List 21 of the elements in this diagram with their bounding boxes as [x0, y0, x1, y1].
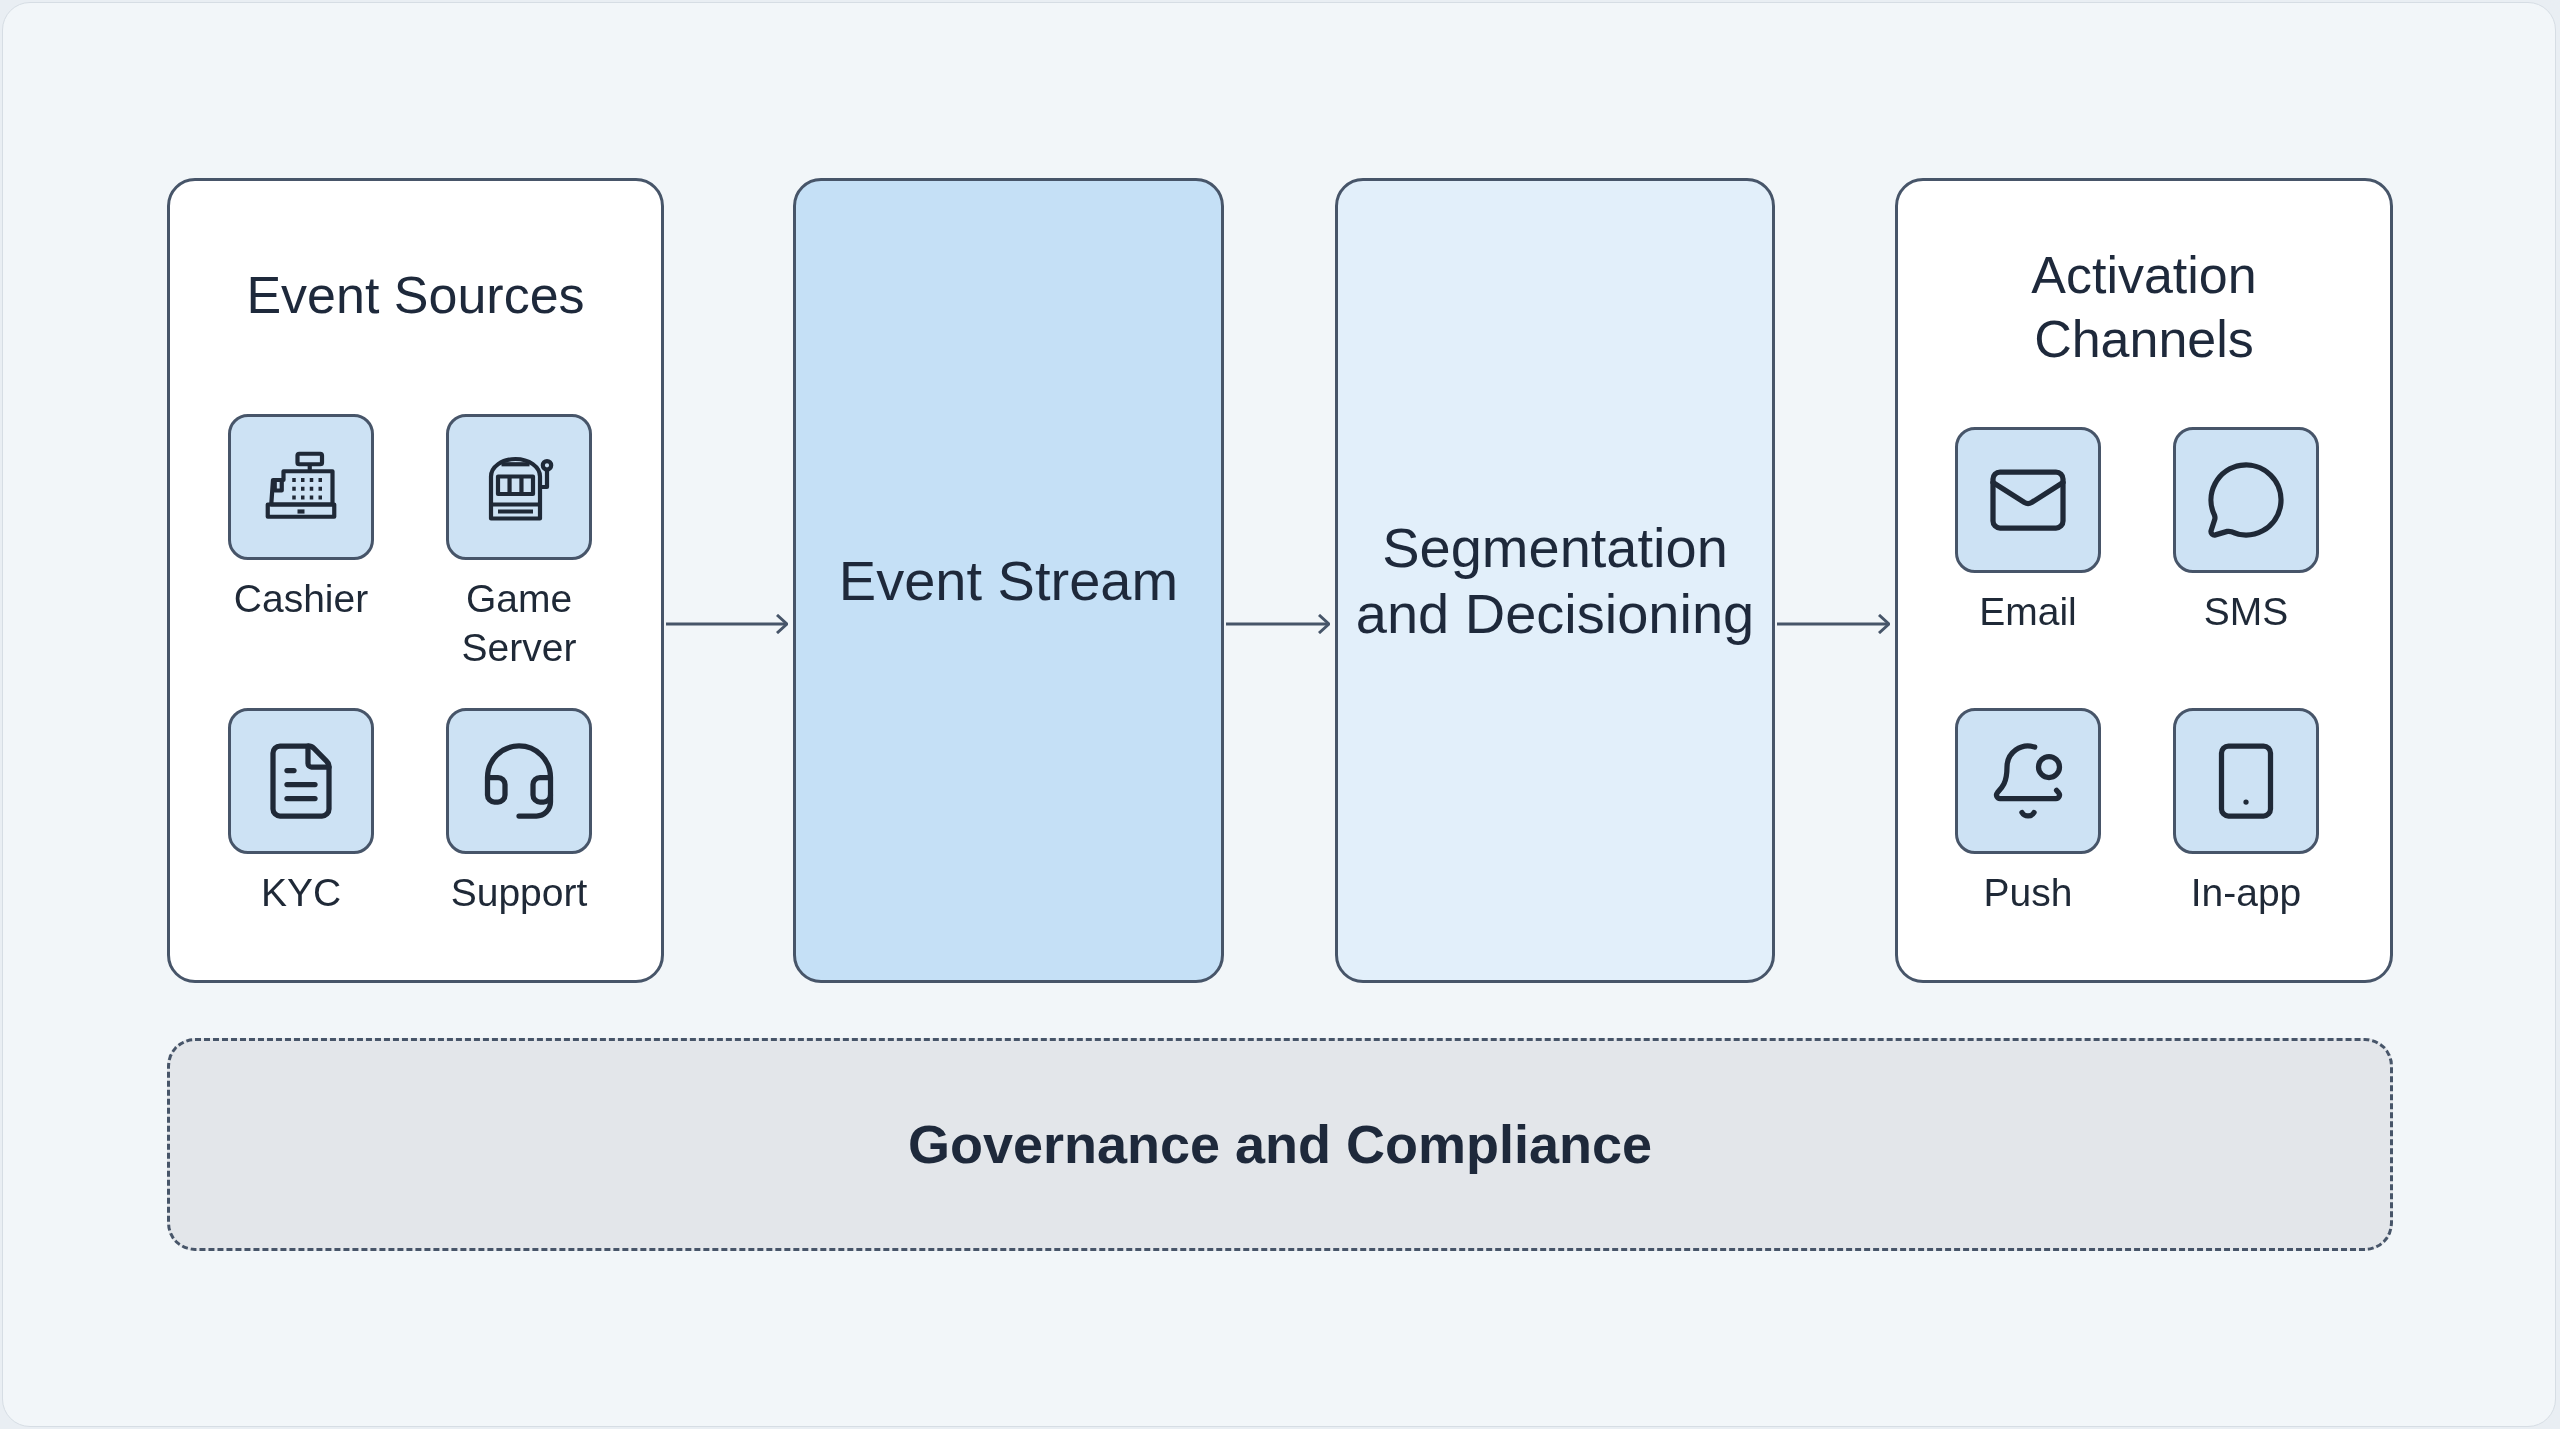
arrow [1226, 613, 1331, 635]
arrow [1777, 613, 1891, 635]
node-label: In-app [2189, 870, 2303, 916]
panel-heading: Activation Channels [2030, 245, 2258, 370]
node-label: SMS [2202, 589, 2290, 635]
node-label: Cashier [232, 576, 370, 622]
stage-box [1335, 178, 1775, 983]
arrow [666, 613, 789, 635]
group-panel [1895, 178, 2393, 983]
panel-heading: Event Sources [245, 265, 586, 326]
node-label: Support [449, 870, 589, 916]
node-label: Game Server [460, 576, 578, 671]
node-label: KYC [259, 870, 343, 916]
stage-label: Segmentation and Decisioning [1354, 514, 1756, 647]
dashed-band [167, 1038, 2393, 1251]
node-label: Push [1982, 870, 2074, 916]
band-label: Governance and Compliance [907, 1113, 1653, 1176]
stage-label: Event Stream [837, 547, 1180, 614]
node-label: Email [1978, 589, 2078, 635]
group-panel [167, 178, 664, 983]
stage-box [793, 178, 1224, 983]
